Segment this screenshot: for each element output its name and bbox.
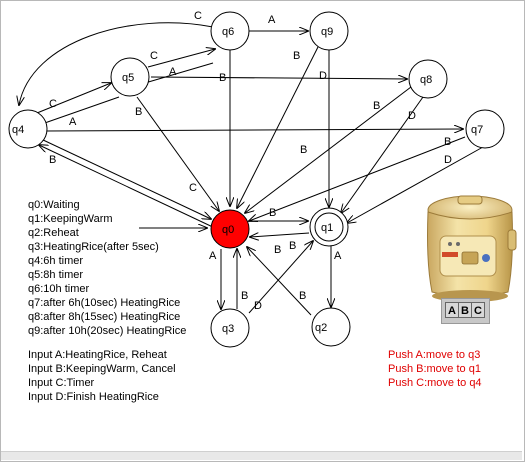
state-q9-label: q9 xyxy=(321,26,333,38)
state-q9 xyxy=(309,11,349,51)
legend-line: q2:Reheat xyxy=(28,227,79,239)
edge-q4-q7 xyxy=(44,129,463,131)
push-a-button[interactable]: A xyxy=(445,302,459,318)
state-q8 xyxy=(408,59,448,99)
state-q5 xyxy=(110,57,150,97)
legend-line: q9:after 10h(20sec) HeatingRice xyxy=(28,325,187,337)
legend-line: q4:6h timer xyxy=(28,255,84,267)
legend-line: q1:KeepingWarm xyxy=(28,213,113,225)
state-q2 xyxy=(311,307,351,347)
edge-q4-q0 xyxy=(40,138,211,219)
push-line: Push B:move to q1 xyxy=(388,363,481,375)
transition-edges xyxy=(19,22,484,316)
label-q6-q9: A xyxy=(268,14,276,26)
label-q9-q0: B xyxy=(293,50,300,62)
state-q6-label: q6 xyxy=(222,26,234,38)
edge-q0-q4 xyxy=(39,145,218,230)
label-q3-q0: B xyxy=(241,290,248,302)
legend-line: q5:8h timer xyxy=(28,269,84,281)
push-c-button[interactable]: C xyxy=(471,302,485,318)
state-q8-label: q8 xyxy=(420,74,432,86)
state-diagram: A C B C A D B C A B C B B D B D B B A A … xyxy=(8,10,505,348)
label-q3-q1-b: B xyxy=(274,244,281,256)
state-q7-label: q7 xyxy=(471,124,483,136)
edge-q4-q5-c xyxy=(36,83,111,114)
label-q8-q1: D xyxy=(408,110,416,122)
legend-line: q7:after 6h(10sec) HeatingRice xyxy=(28,297,181,309)
edge-q5-q6-a xyxy=(144,62,214,84)
label-q1-q2: A xyxy=(334,250,342,262)
state-q7 xyxy=(465,109,505,149)
label-q5-q0: B xyxy=(135,106,142,118)
edge-q8-q1 xyxy=(341,96,424,213)
edge-q5-q0 xyxy=(136,96,219,211)
state-q4-label: q4 xyxy=(12,124,24,136)
state-q4 xyxy=(8,109,48,149)
label-q1-q0: B xyxy=(289,240,296,252)
input-line: Input D:Finish HeatingRice xyxy=(28,391,159,403)
input-line: Input C:Timer xyxy=(28,377,95,389)
input-legend: Input A:HeatingRice, Reheat Input B:Keep… xyxy=(28,348,176,404)
legend-line: q0:Waiting xyxy=(28,199,80,211)
legend-line: q3:HeatingRice(after 5sec) xyxy=(28,241,159,253)
horizontal-scrollbar[interactable] xyxy=(1,451,522,460)
state-q0-active xyxy=(210,209,250,249)
edge-q8-q0 xyxy=(245,86,412,213)
edge-q2-q0 xyxy=(247,247,312,316)
label-q8-q0: B xyxy=(373,100,380,112)
state-q0-label: q0 xyxy=(222,224,234,236)
push-line: Push C:move to q4 xyxy=(388,377,482,389)
rice-cooker-icon xyxy=(427,195,517,302)
edge-q7-q0 xyxy=(249,136,466,221)
legend-line: q8:after 8h(15sec) HeatingRice xyxy=(28,311,181,323)
input-line: Input B:KeepingWarm, Cancel xyxy=(28,363,176,375)
state-legend: q0:Waiting q1:KeepingWarm q2:Reheat q3:H… xyxy=(28,198,186,338)
state-q2-label: q2 xyxy=(315,322,327,334)
state-q1-label: q1 xyxy=(321,222,333,234)
label-q4-q5-c: C xyxy=(49,98,57,110)
edge-q5-q6-c xyxy=(147,49,215,68)
edge-q6-q4 xyxy=(19,22,214,105)
label-q6-q4: C xyxy=(194,10,202,22)
edge-q3-q1 xyxy=(248,241,313,314)
legend-line: q6:10h timer xyxy=(28,283,90,295)
edge-q7-q1 xyxy=(347,146,484,223)
push-line: Push A:move to q3 xyxy=(388,349,481,361)
label-q7-q1: D xyxy=(444,154,452,166)
edge-q1-q0 xyxy=(250,233,310,237)
edge-labels: A C B C A D B C A B C B B D B D B B A A … xyxy=(49,10,452,312)
label-q6-q0: B xyxy=(219,72,226,84)
state-q3 xyxy=(210,308,250,348)
state-q3-label: q3 xyxy=(222,323,234,335)
push-b-button[interactable]: B xyxy=(458,302,472,318)
label-q0-q4: C xyxy=(189,182,197,194)
edge-q5-q8 xyxy=(150,77,407,79)
label-q4-q0: B xyxy=(49,154,56,166)
label-q5-q6-a: A xyxy=(169,66,177,78)
label-q7-q0: B xyxy=(444,136,451,148)
states: q6 q9 q5 q8 q4 q7 q0 q1 q3 q2 xyxy=(8,11,505,348)
label-q0-q1: B xyxy=(269,207,276,219)
state-q6 xyxy=(210,11,250,51)
state-q1-accept-ring xyxy=(314,212,344,242)
label-q9-q1: B xyxy=(300,144,307,156)
input-line: Input A:HeatingRice, Reheat xyxy=(28,349,167,361)
push-legend: Push A:move to q3 Push B:move to q1 Push… xyxy=(388,348,482,390)
edge-q9-q0 xyxy=(237,44,320,208)
label-q3-q1: D xyxy=(254,300,262,312)
label-q4-q5-a: A xyxy=(69,116,77,128)
label-q9-q8: D xyxy=(319,70,327,82)
label-q0-q3: A xyxy=(209,250,217,262)
edge-q4-q5-a xyxy=(38,96,120,126)
label-q2-q0: B xyxy=(299,290,306,302)
state-q5-label: q5 xyxy=(122,72,134,84)
label-q5-q6-c: C xyxy=(150,50,158,62)
